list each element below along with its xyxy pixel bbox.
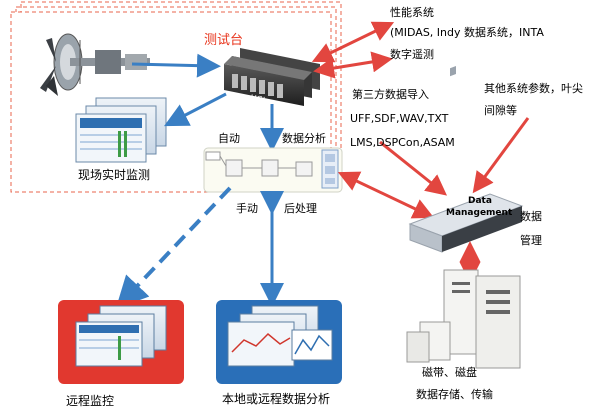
third-party-formats-line1: UFF,SDF,WAV,TXT [350, 112, 449, 125]
performance-systems-line3: 数字遥测 [390, 48, 434, 61]
other-params-line1: 其他系统参数，叶尖 [484, 82, 583, 95]
arrow-hardware-to-monitor [164, 92, 227, 127]
test-bench-title: 测试台 [204, 33, 244, 48]
data-management-device-line2: Management [446, 208, 513, 218]
arrow-hardware-telemetry [313, 51, 393, 79]
local-remote-analysis-label: 本地或远程数据分析 [222, 392, 331, 406]
other-params-line2: 间隙等 [484, 104, 517, 117]
third-party-formats-line2: LMS,DSPCon,ASAM [350, 136, 455, 149]
data-acquisition-hardware-icon: HGL [224, 48, 320, 106]
arrow-third-party-to-dm [379, 140, 448, 196]
data-management-label-line2: 管理 [520, 234, 542, 247]
performance-systems-line2: (MIDAS, Indy 数据系统，INTA [390, 26, 544, 39]
hardware-brand-label: HGL [250, 93, 269, 105]
analysis-post-processing-label: 后处理 [284, 202, 317, 215]
analysis-auto-label: 自动 [218, 132, 240, 145]
storage-line1: 磁带、磁盘 [422, 366, 477, 379]
data-management-server-icon [408, 66, 524, 253]
turbine-engine-icon [40, 33, 150, 96]
analysis-manual-label: 手动 [236, 202, 258, 215]
arrow-hardware-performance [311, 21, 395, 63]
remote-monitoring-label: 远程监控 [66, 394, 115, 408]
analysis-flow-panel [203, 147, 343, 193]
site-monitor-screens-icon [75, 97, 167, 163]
data-management-device-line1: Data [468, 196, 492, 206]
performance-systems-line1: 性能系统 [390, 6, 434, 19]
remote-monitoring-panel [58, 300, 184, 384]
data-management-label-line1: 数据 [520, 210, 542, 223]
site-monitoring-label: 现场实时监测 [78, 168, 151, 182]
arrow-analysis-data-management [337, 171, 435, 219]
storage-line2: 数据存储、传输 [416, 388, 493, 401]
arrow-other-params-to-dm [472, 117, 530, 194]
local-analysis-panel [216, 300, 342, 384]
third-party-import-title: 第三方数据导入 [352, 88, 429, 101]
analysis-data-analysis-label: 数据分析 [282, 132, 326, 145]
storage-units-icon [406, 269, 521, 369]
arrow-turbine-to-hardware [131, 53, 221, 78]
arrow-to-remote-monitoring [115, 186, 232, 309]
